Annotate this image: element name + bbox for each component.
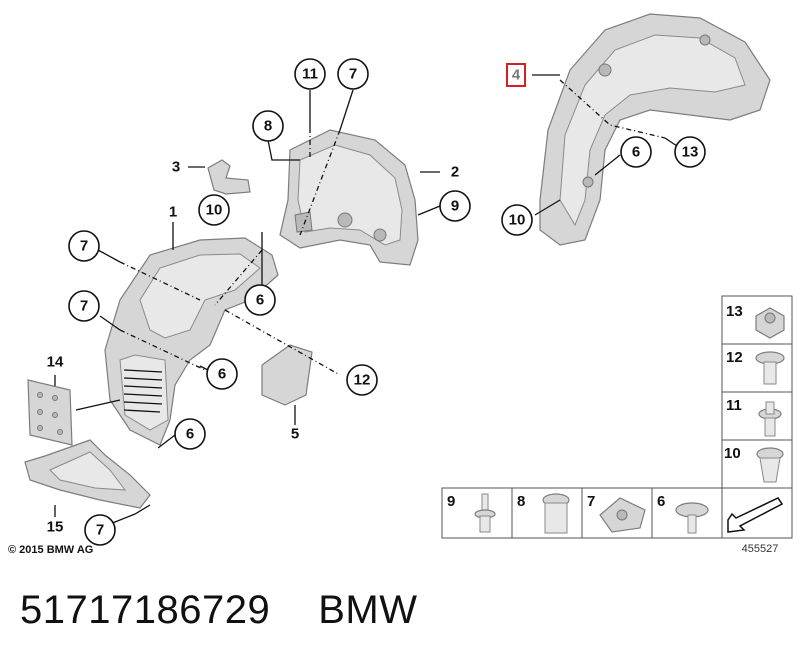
- label-2: 2: [451, 164, 459, 181]
- callout-13: 13: [674, 136, 706, 168]
- label-15: 15: [47, 519, 64, 536]
- legend-cell-11-number: 11: [726, 397, 742, 414]
- callout-10-right: 10: [501, 204, 533, 236]
- hex-nut-icon: [755, 307, 785, 339]
- part-3-bracket: [207, 159, 251, 195]
- part-12-cover: [261, 344, 313, 406]
- legend-cell-12-number: 12: [726, 349, 743, 366]
- grille-slats: [123, 369, 163, 413]
- label-14: 14: [47, 354, 64, 371]
- legend-cell-7-number: 7: [587, 493, 595, 510]
- label-5: 5: [291, 426, 299, 443]
- callout-6-a: 6: [244, 284, 276, 316]
- callout-9-label: 9: [451, 198, 459, 215]
- legend-cell-11: 11: [721, 391, 793, 441]
- part-2-wheel-arch-liner: [279, 129, 419, 266]
- callout-6-a-label: 6: [256, 292, 264, 309]
- callout-6-right-label: 6: [632, 144, 640, 161]
- callout-6-right: 6: [620, 136, 652, 168]
- callout-10-right-label: 10: [509, 212, 526, 229]
- legend-cell-8-number: 8: [517, 493, 525, 510]
- brand-name: BMW: [318, 588, 418, 632]
- callout-6-c-label: 6: [186, 426, 194, 443]
- callout-6-b: 6: [206, 358, 238, 390]
- callout-7-top: 7: [337, 58, 369, 90]
- label-1: 1: [169, 204, 177, 221]
- arrow-direction-icon: [727, 497, 784, 533]
- callout-12: 12: [346, 364, 378, 396]
- part-15-deflector: [24, 439, 151, 509]
- callout-7-c-label: 7: [96, 522, 104, 539]
- pin-clip-icon: [474, 493, 496, 533]
- callout-7-c: 7: [84, 514, 116, 546]
- callout-11-label: 11: [302, 66, 318, 83]
- part-14-plate: [27, 379, 73, 446]
- legend-cell-10: 10: [721, 439, 793, 489]
- leader-lines: [54, 74, 681, 525]
- callout-6-c: 6: [174, 418, 206, 450]
- legend-cell-6-number: 6: [657, 493, 665, 510]
- copyright-text: © 2015 BMW AG: [8, 544, 93, 556]
- clip-nut-icon: [542, 493, 570, 534]
- callout-10-left-label: 10: [206, 202, 223, 219]
- callout-11: 11: [294, 58, 326, 90]
- callout-8: 8: [252, 110, 284, 142]
- part-footer: 51717186729 BMW: [20, 588, 417, 633]
- fastener-legend-column: 13 12 11 10: [721, 295, 793, 489]
- legend-cell-arrow: [721, 487, 793, 539]
- legend-cell-13-number: 13: [726, 303, 743, 320]
- callout-7-a: 7: [68, 230, 100, 262]
- legend-cell-7: 7: [581, 487, 653, 539]
- callout-7-a-label: 7: [80, 238, 88, 255]
- legend-cell-12: 12: [721, 343, 793, 393]
- parts-diagram: 11 7 8 3 10 2 9 1 7 6 7 6 12 5 14 6: [8, 13, 793, 556]
- callout-12-label: 12: [354, 372, 371, 389]
- callout-7-top-label: 7: [349, 66, 357, 83]
- legend-cell-9: 9: [441, 487, 513, 539]
- callout-6-b-label: 6: [218, 366, 226, 383]
- part-4-rear-wheel-arch-liner: [539, 13, 771, 246]
- callout-7-b-label: 7: [80, 298, 88, 315]
- legend-cell-10-number: 10: [724, 445, 741, 462]
- part-1-front-liner: [104, 237, 279, 446]
- legend-cell-6: 6: [651, 487, 723, 539]
- speed-nut-icon: [599, 497, 646, 533]
- part-number: 51717186729: [20, 588, 271, 632]
- label-3: 3: [172, 159, 180, 176]
- expanding-nut-icon: [756, 447, 784, 483]
- callout-13-label: 13: [682, 144, 699, 161]
- clip-12-icon: [755, 351, 785, 385]
- screw-icon: [675, 502, 709, 534]
- legend-cell-13: 13: [721, 295, 793, 345]
- callout-8-label: 8: [264, 118, 272, 135]
- legend-cell-8: 8: [511, 487, 583, 539]
- callout-7-b: 7: [68, 290, 100, 322]
- fastener-legend-row: 9 8 7 6: [441, 487, 793, 539]
- diagram-id: 455527: [742, 543, 779, 555]
- callout-10-left: 10: [198, 194, 230, 226]
- highlighted-part-label[interactable]: 4: [506, 63, 526, 87]
- push-rivet-icon: [758, 401, 782, 437]
- highlighted-part-number: 4: [512, 67, 521, 84]
- callout-9: 9: [439, 190, 471, 222]
- legend-cell-9-number: 9: [447, 493, 455, 510]
